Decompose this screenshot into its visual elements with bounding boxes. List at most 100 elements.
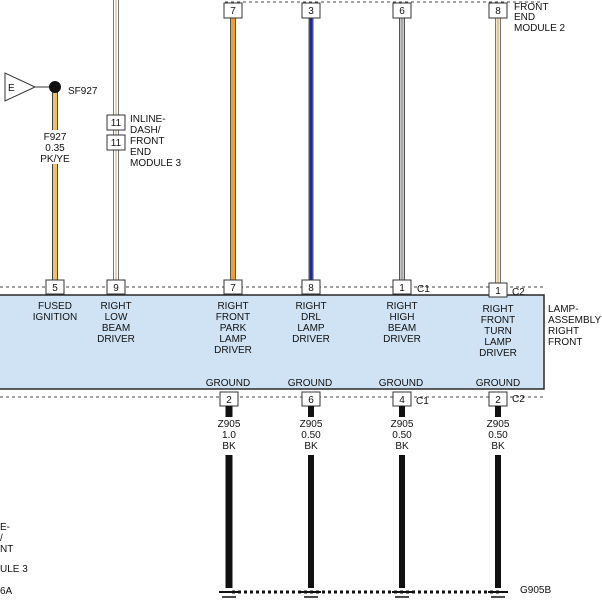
top-pin-2: 3 (308, 6, 314, 17)
svg-text:RIGHT: RIGHT (548, 326, 579, 337)
svg-text:RIGHT: RIGHT (100, 301, 131, 312)
ground-wire-4-circuit: Z905 (487, 419, 510, 430)
svg-text:DRIVER: DRIVER (214, 345, 252, 356)
lamp-top-pin-2: 9 (113, 283, 119, 294)
svg-text:E-: E- (0, 522, 10, 533)
fuse-wire-label: F927 0.35 PK/YE (38, 130, 74, 165)
svg-text:FRONT: FRONT (216, 312, 250, 323)
ground-bus: G905B (219, 585, 551, 598)
ground-wire-2-gauge: 0.50 (301, 430, 321, 441)
module-2-label-line-1: FRONT (514, 2, 548, 13)
lamp-top-pin-6: 1 (495, 286, 501, 297)
lamp-top-pin-3: 7 (230, 283, 236, 294)
front-end-module-2-connector: 7 3 6 8 FRONT END MODULE 2 (223, 1, 566, 34)
ground-wire-1-color: BK (222, 441, 236, 452)
function-right-front-park-lamp-driver: RIGHT FRONT PARK LAMP DRIVER (214, 301, 252, 356)
module-2-label-line-2: END (514, 12, 535, 23)
svg-text:/: / (0, 533, 3, 544)
splice-sf927: E SF927 (4, 72, 98, 102)
top-pin-4: 8 (495, 6, 501, 17)
svg-text:DRIVER: DRIVER (97, 334, 135, 345)
ground-wire-4-color: BK (491, 441, 505, 452)
bottom-connector-tag-c2: C2 (512, 394, 525, 405)
top-pin-1: 7 (230, 6, 236, 17)
fuse-gauge: 0.35 (45, 143, 65, 154)
ground-symbol-icon (301, 591, 321, 598)
svg-text:PARK: PARK (220, 323, 247, 334)
svg-text:DRIVER: DRIVER (292, 334, 330, 345)
svg-text:LOW: LOW (105, 312, 128, 323)
top-connector-tag-c1: C1 (417, 284, 430, 295)
lamp-bottom-pin-4: 2 (495, 395, 501, 406)
inline-label-line-4: END (130, 147, 151, 158)
connector-letter: E (8, 83, 15, 94)
svg-text:ULE 3: ULE 3 (0, 564, 28, 575)
svg-text:6A: 6A (0, 586, 13, 597)
ground-wire-2-circuit: Z905 (300, 419, 323, 430)
splice-label: SF927 (68, 86, 98, 97)
svg-text:BEAM: BEAM (388, 323, 416, 334)
svg-text:HIGH: HIGH (390, 312, 415, 323)
inline-label-line-5: MODULE 3 (130, 158, 182, 169)
ground-wire-3: Z905 0.50 BK (391, 406, 414, 588)
lamp-top-pin-4: 8 (308, 283, 314, 294)
ground-wire-3-color: BK (395, 441, 409, 452)
lamp-bottom-pin-3: 4 (399, 395, 405, 406)
inline-label-line-3: FRONT (130, 136, 164, 147)
svg-text:RIGHT: RIGHT (482, 304, 513, 315)
module-2-label-line-3: MODULE 2 (514, 23, 566, 34)
inline-pin-top: 11 (111, 118, 122, 129)
top-pin-3: 6 (399, 6, 405, 17)
svg-text:DRL: DRL (301, 312, 321, 323)
inline-label-line-2: DASH/ (130, 125, 161, 136)
svg-text:BEAM: BEAM (102, 323, 130, 334)
svg-text:IGNITION: IGNITION (33, 312, 77, 323)
fuse-color: PK/YE (40, 154, 70, 165)
ground-point-label: G905B (520, 585, 551, 596)
svg-text:NT: NT (0, 544, 13, 555)
ground-wire-2: Z905 0.50 BK (300, 406, 323, 588)
svg-text:LAMP: LAMP (484, 337, 512, 348)
svg-text:RIGHT: RIGHT (386, 301, 417, 312)
lamp-bottom-pin-2: 6 (308, 395, 314, 406)
svg-text:RIGHT: RIGHT (295, 301, 326, 312)
ground-label-1: GROUND (206, 378, 250, 389)
function-right-high-beam-driver: RIGHT HIGH BEAM DRIVER (383, 301, 421, 345)
svg-text:DRIVER: DRIVER (383, 334, 421, 345)
ground-wire-3-gauge: 0.50 (392, 430, 412, 441)
inline-dash-connector: 11 11 INLINE- DASH/ FRONT END MODULE 3 (106, 114, 182, 169)
ground-wire-1-circuit: Z905 (218, 419, 241, 430)
lamp-top-pin-1: 5 (52, 283, 58, 294)
function-right-drl-lamp-driver: RIGHT DRL LAMP DRIVER (292, 301, 330, 345)
lamp-bottom-pin-1: 2 (226, 395, 232, 406)
top-connector-tag-c2: C2 (512, 287, 525, 298)
svg-text:LAMP: LAMP (297, 323, 325, 334)
lamp-assembly-label: LAMP- ASSEMBLY RIGHT FRONT (548, 304, 601, 348)
svg-text:TURN: TURN (484, 326, 512, 337)
inline-label-line-1: INLINE- (130, 114, 166, 125)
lamp-assembly-box: 5 9 7 8 1 C1 1 C2 FUSED IGNITION RIGHT L… (0, 279, 545, 407)
fuse-circuit: F927 (44, 132, 67, 143)
ground-label-4: GROUND (476, 378, 520, 389)
lamp-top-pin-5: 1 (399, 283, 405, 294)
ground-wire-4-gauge: 0.50 (488, 430, 508, 441)
ground-label-3: GROUND (379, 378, 423, 389)
ground-symbol-icon (392, 591, 412, 598)
svg-text:FRONT: FRONT (548, 337, 582, 348)
svg-text:DRIVER: DRIVER (479, 348, 517, 359)
function-fused-ignition: FUSED IGNITION (33, 301, 77, 323)
splice-dot (49, 81, 61, 93)
svg-text:FUSED: FUSED (38, 301, 72, 312)
inline-pin-bottom: 11 (111, 138, 122, 149)
ground-symbol-icon (488, 591, 508, 598)
left-edge-fragment: E- / NT ULE 3 6A (0, 522, 28, 597)
ground-wire-4: Z905 0.50 BK (487, 406, 510, 588)
svg-text:FRONT: FRONT (481, 315, 515, 326)
ground-wire-1-gauge: 1.0 (222, 430, 236, 441)
ground-symbol-icon (219, 591, 239, 598)
svg-text:RIGHT: RIGHT (217, 301, 248, 312)
svg-text:LAMP-: LAMP- (548, 304, 579, 315)
function-right-low-beam-driver: RIGHT LOW BEAM DRIVER (97, 301, 135, 345)
bottom-connector-tag-c1: C1 (416, 396, 429, 407)
